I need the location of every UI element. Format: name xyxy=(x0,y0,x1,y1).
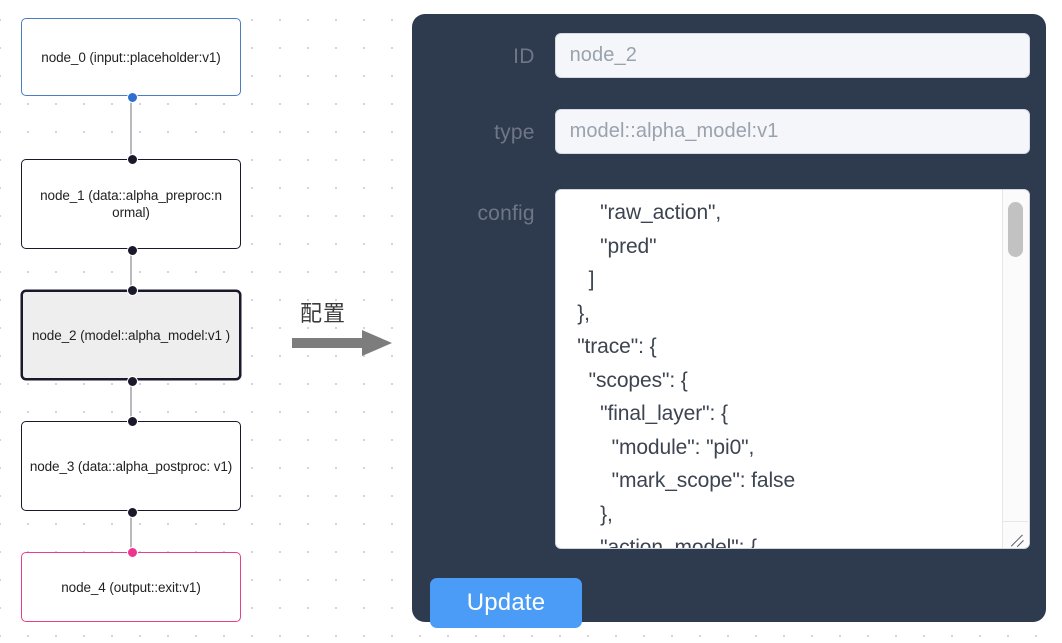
id-input[interactable] xyxy=(554,33,1030,78)
flow-node-label: node_2 (model::alpha_model:v1 ) xyxy=(31,327,231,343)
config-textarea[interactable]: "raw_action", "pred" ] }, "trace": { "sc… xyxy=(577,201,796,549)
node-handle-source[interactable] xyxy=(126,506,138,518)
flow-node-node_2[interactable]: node_2 (model::alpha_model:v1 ) xyxy=(21,284,241,387)
edge-node1-node2 xyxy=(130,245,132,295)
field-row-type: type xyxy=(430,109,1030,154)
config-textarea-wrapper[interactable]: "raw_action", "pred" ] }, "trace": { "sc… xyxy=(554,189,1030,549)
flow-node-node_1[interactable]: node_1 (data::alpha_preproc:n ormal) xyxy=(21,153,241,256)
config-scrollbar-thumb[interactable] xyxy=(1008,202,1023,257)
flow-node-node_3[interactable]: node_3 (data::alpha_postproc: v1) xyxy=(21,415,241,518)
node-handle-source[interactable] xyxy=(126,244,138,256)
edge-node0-node1 xyxy=(130,92,132,164)
annotation-caption: 配置 xyxy=(300,302,347,327)
arrow-right-icon xyxy=(292,330,392,356)
edge-node2-node3 xyxy=(130,376,132,426)
field-row-config: config "raw_action", "pred" ] }, "trace"… xyxy=(430,189,1030,549)
node-handle-target[interactable] xyxy=(126,415,138,427)
resize-handle-icon[interactable] xyxy=(1003,521,1028,547)
annotation-arrow-group: 配置 xyxy=(292,296,396,358)
edge-node3-node4 xyxy=(130,507,132,557)
id-field-label: ID xyxy=(513,45,535,68)
field-row-id: ID xyxy=(430,33,1030,78)
flow-node-label: node_4 (output::exit:v1) xyxy=(61,579,201,595)
node-handle-target[interactable] xyxy=(126,153,138,165)
type-input[interactable] xyxy=(554,109,1030,154)
node-inspector-panel: ID type config "raw_action", "pred" ] },… xyxy=(412,14,1046,628)
flow-node-label: node_1 (data::alpha_preproc:n ormal) xyxy=(40,188,222,220)
flow-node-label: node_3 (data::alpha_postproc: v1) xyxy=(29,458,233,474)
node-handle-target[interactable] xyxy=(126,284,138,296)
flow-node-node_4[interactable]: node_4 (output::exit:v1) xyxy=(21,546,241,622)
node-handle-target[interactable] xyxy=(126,546,138,558)
config-scrollbar[interactable] xyxy=(1002,190,1029,548)
flow-node-node_0[interactable]: node_0 (input::placeholder:v1) xyxy=(21,18,241,103)
node-handle-source[interactable] xyxy=(126,375,138,387)
flow-node-label: node_0 (input::placeholder:v1) xyxy=(41,49,221,65)
config-field-label: config xyxy=(477,202,535,225)
type-field-label: type xyxy=(494,121,535,144)
node-handle-source[interactable] xyxy=(126,91,138,103)
update-button[interactable]: Update xyxy=(430,578,582,628)
